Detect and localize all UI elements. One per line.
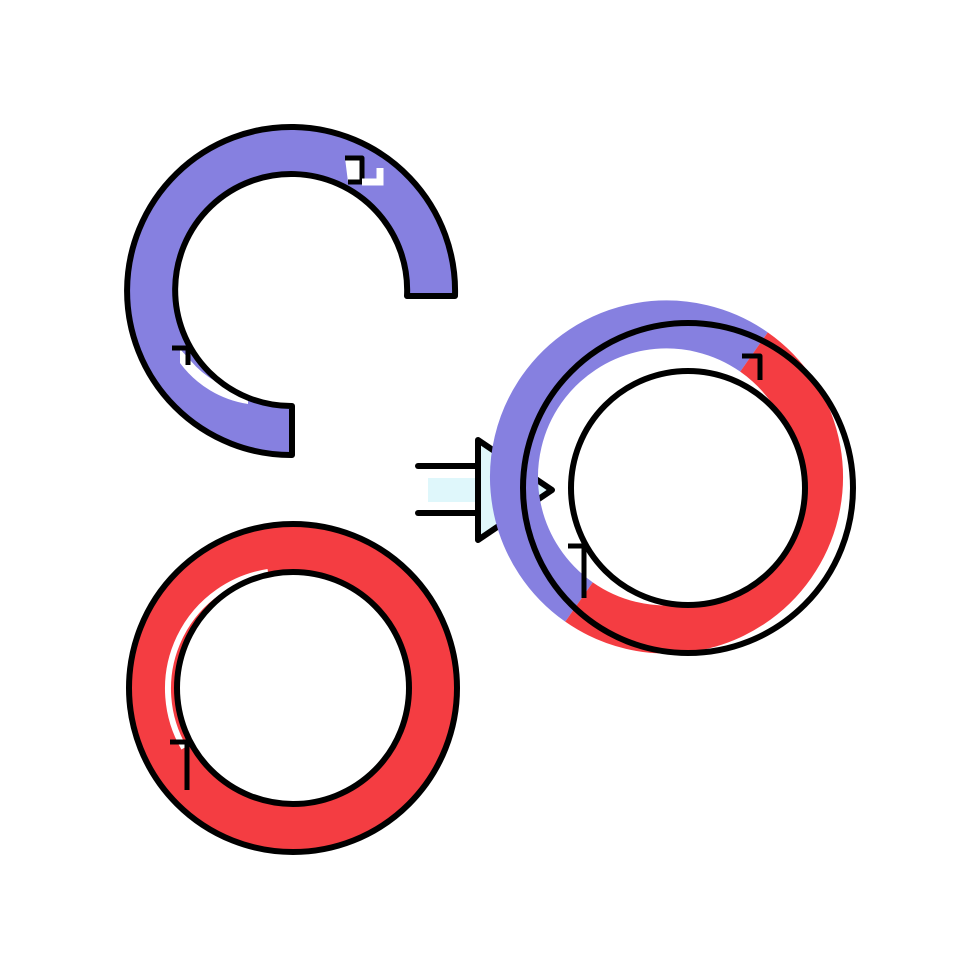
combined-ring-notch-top (742, 353, 763, 380)
full-red-ring-icon (126, 521, 460, 855)
red-ring-outer-outline (126, 521, 460, 855)
red-ring-notch (170, 739, 190, 790)
red-ring-band (129, 524, 457, 852)
combined-ring-icon (489, 300, 856, 656)
combined-ring-notch-bottom (568, 543, 587, 598)
purple-ring-outline (124, 124, 459, 459)
arrow-body (428, 440, 552, 540)
purple-ring-notch-bottom (172, 345, 191, 365)
red-ring-highlight (164, 569, 269, 750)
red-ring-inner-outline (174, 569, 412, 807)
combined-ring-red-segment (565, 332, 844, 654)
combined-ring-inner-outline (568, 368, 808, 608)
purple-ring-notch-top (345, 155, 365, 185)
combined-ring-outer-outline (520, 320, 856, 656)
partial-purple-ring-icon (124, 124, 459, 459)
